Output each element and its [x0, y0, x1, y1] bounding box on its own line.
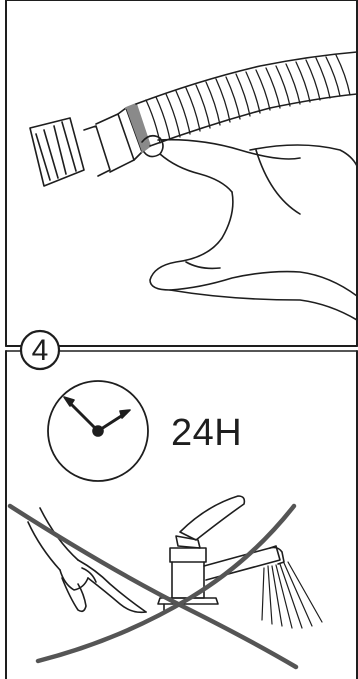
step-number: 4: [20, 331, 60, 371]
faucet-icon: [158, 496, 284, 610]
water-spray-icon: [262, 562, 322, 628]
hand-icon: [28, 508, 146, 612]
hose-connector-icon: [30, 52, 357, 186]
clock-icon: [48, 381, 148, 481]
upper-panel-frame: [6, 0, 357, 346]
wait-duration-label: 24H: [171, 412, 242, 455]
hand-icon: [142, 136, 357, 320]
